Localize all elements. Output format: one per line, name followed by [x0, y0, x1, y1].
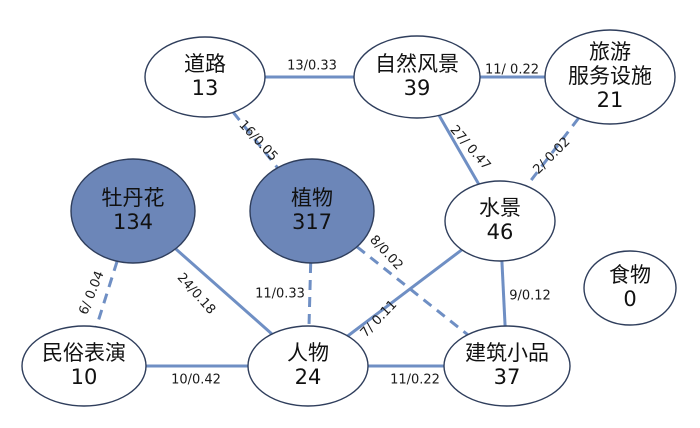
edge-label-daolu-ziranfengjing: 13/0.33 [287, 59, 337, 74]
node-name-minsu: 民俗表演 [42, 341, 126, 365]
node-shape-mudanhua [70, 158, 196, 264]
node-shape-renwu [247, 325, 369, 407]
node-shape-shiwu [583, 250, 677, 326]
node-name-shuijing: 水景 [479, 196, 521, 220]
node-name-shiwu: 食物 [609, 263, 651, 287]
edge-shuijing-jianzhu [500, 260, 507, 327]
edge-ziranfengjing-shuijing [437, 114, 480, 185]
node-shape-zhiwu [249, 158, 375, 264]
node-count-lvyou: 21 [597, 88, 624, 112]
edge-daolu-zhiwu [232, 111, 279, 169]
edge-label-minsu-renwu: 10/0.42 [171, 373, 221, 388]
node-shape-jianzhu [443, 325, 571, 407]
node-name-mudanhua: 牡丹花 [102, 186, 165, 210]
edge-mudanhua-minsu [94, 260, 119, 328]
edge-label-shuijing-renwu: 7/ 0.11 [358, 297, 401, 340]
node-count-ziranfengjing: 39 [404, 76, 431, 100]
node-name-lvyou: 服务设施 [568, 64, 652, 88]
node-count-daolu: 13 [192, 76, 219, 100]
node-name-lvyou: 旅游 [589, 40, 631, 64]
edge-label-lvyou-shuijing: 2/ 0.02 [531, 135, 574, 178]
edge-label-ziranfengjing-shuijing: 27/ 0.47 [447, 123, 494, 174]
node-count-minsu: 10 [71, 365, 98, 389]
edge-shuijing-renwu [346, 248, 463, 338]
edge-label-ziranfengjing-lvyou: 11/ 0.22 [485, 63, 539, 78]
edge-lvyou-shuijing [525, 117, 580, 187]
node-count-mudanhua: 134 [113, 210, 153, 234]
edge-label-daolu-zhiwu: 16/0.05 [236, 118, 281, 165]
edge-label-shuijing-jianzhu: 9/0.12 [509, 289, 551, 304]
node-shape-ziranfengjing [353, 35, 481, 119]
edge-label-renwu-jianzhu: 11/0.22 [390, 373, 440, 388]
edge-label-mudanhua-renwu: 24/0.18 [174, 270, 219, 317]
node-shape-daolu [144, 36, 266, 118]
node-count-renwu: 24 [295, 365, 322, 389]
edge-label-zhiwu-jianzhu: 8/0.02 [366, 233, 405, 274]
edge-zhiwu-jianzhu [356, 245, 469, 336]
node-name-daolu: 道路 [184, 52, 226, 76]
node-name-ziranfengjing: 自然风景 [375, 52, 459, 76]
edge-mudanhua-renwu [174, 247, 273, 336]
edge-zhiwu-renwu [307, 262, 313, 327]
node-name-zhiwu: 植物 [291, 186, 333, 210]
node-count-jianzhu: 37 [494, 365, 521, 389]
node-name-jianzhu: 建筑小品 [465, 341, 549, 365]
edge-label-zhiwu-renwu: 11/0.33 [255, 287, 305, 302]
node-shape-lvyou [544, 29, 676, 125]
edge-label-mudanhua-minsu: 6/ 0.04 [76, 269, 107, 317]
node-count-shuijing: 46 [487, 220, 514, 244]
node-shape-shuijing [444, 180, 556, 262]
node-shiwu: 食物0 [583, 250, 677, 326]
node-count-zhiwu: 317 [292, 210, 332, 234]
node-shape-minsu [21, 325, 147, 407]
edges-layer [94, 75, 580, 368]
node-count-shiwu: 0 [623, 287, 636, 311]
node-name-renwu: 人物 [287, 341, 329, 365]
